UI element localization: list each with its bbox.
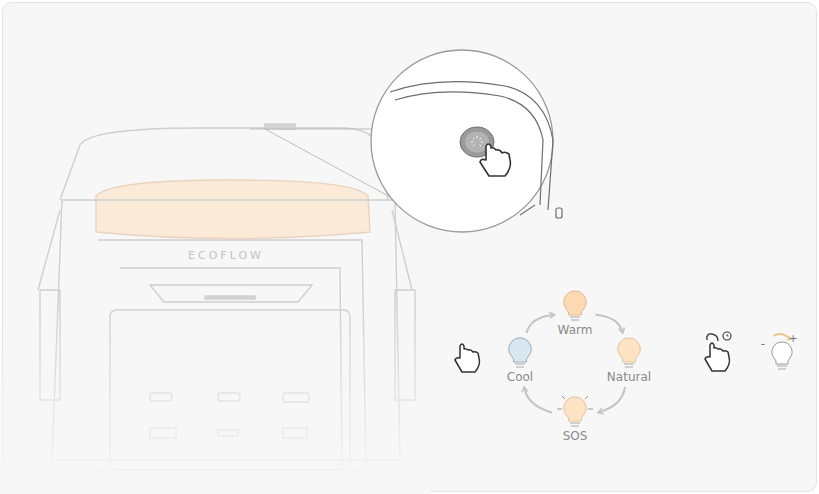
mode-bulb: SOS [555, 395, 595, 443]
dim-plus: + [788, 332, 797, 345]
bulb-icon [507, 336, 533, 370]
mode-label: Cool [507, 370, 533, 384]
cycle-arrow [598, 387, 625, 413]
cycle-arrow [595, 315, 622, 333]
mode-bulb: Cool [507, 336, 533, 384]
mode-bulb: Warm [558, 289, 593, 337]
mode-label: Warm [558, 323, 593, 337]
bulb-icon [562, 289, 588, 323]
dim-minus: - [761, 337, 765, 351]
mode-bulb: Natural [607, 336, 651, 384]
mode-label: Natural [607, 370, 651, 384]
bulb-icon [616, 336, 642, 370]
bulb-icon [555, 395, 595, 429]
brand-text: ECOFLOW [188, 249, 264, 262]
cycle-arrow [527, 315, 555, 333]
mode-label: SOS [563, 429, 588, 443]
cycle-arrow [524, 387, 552, 413]
